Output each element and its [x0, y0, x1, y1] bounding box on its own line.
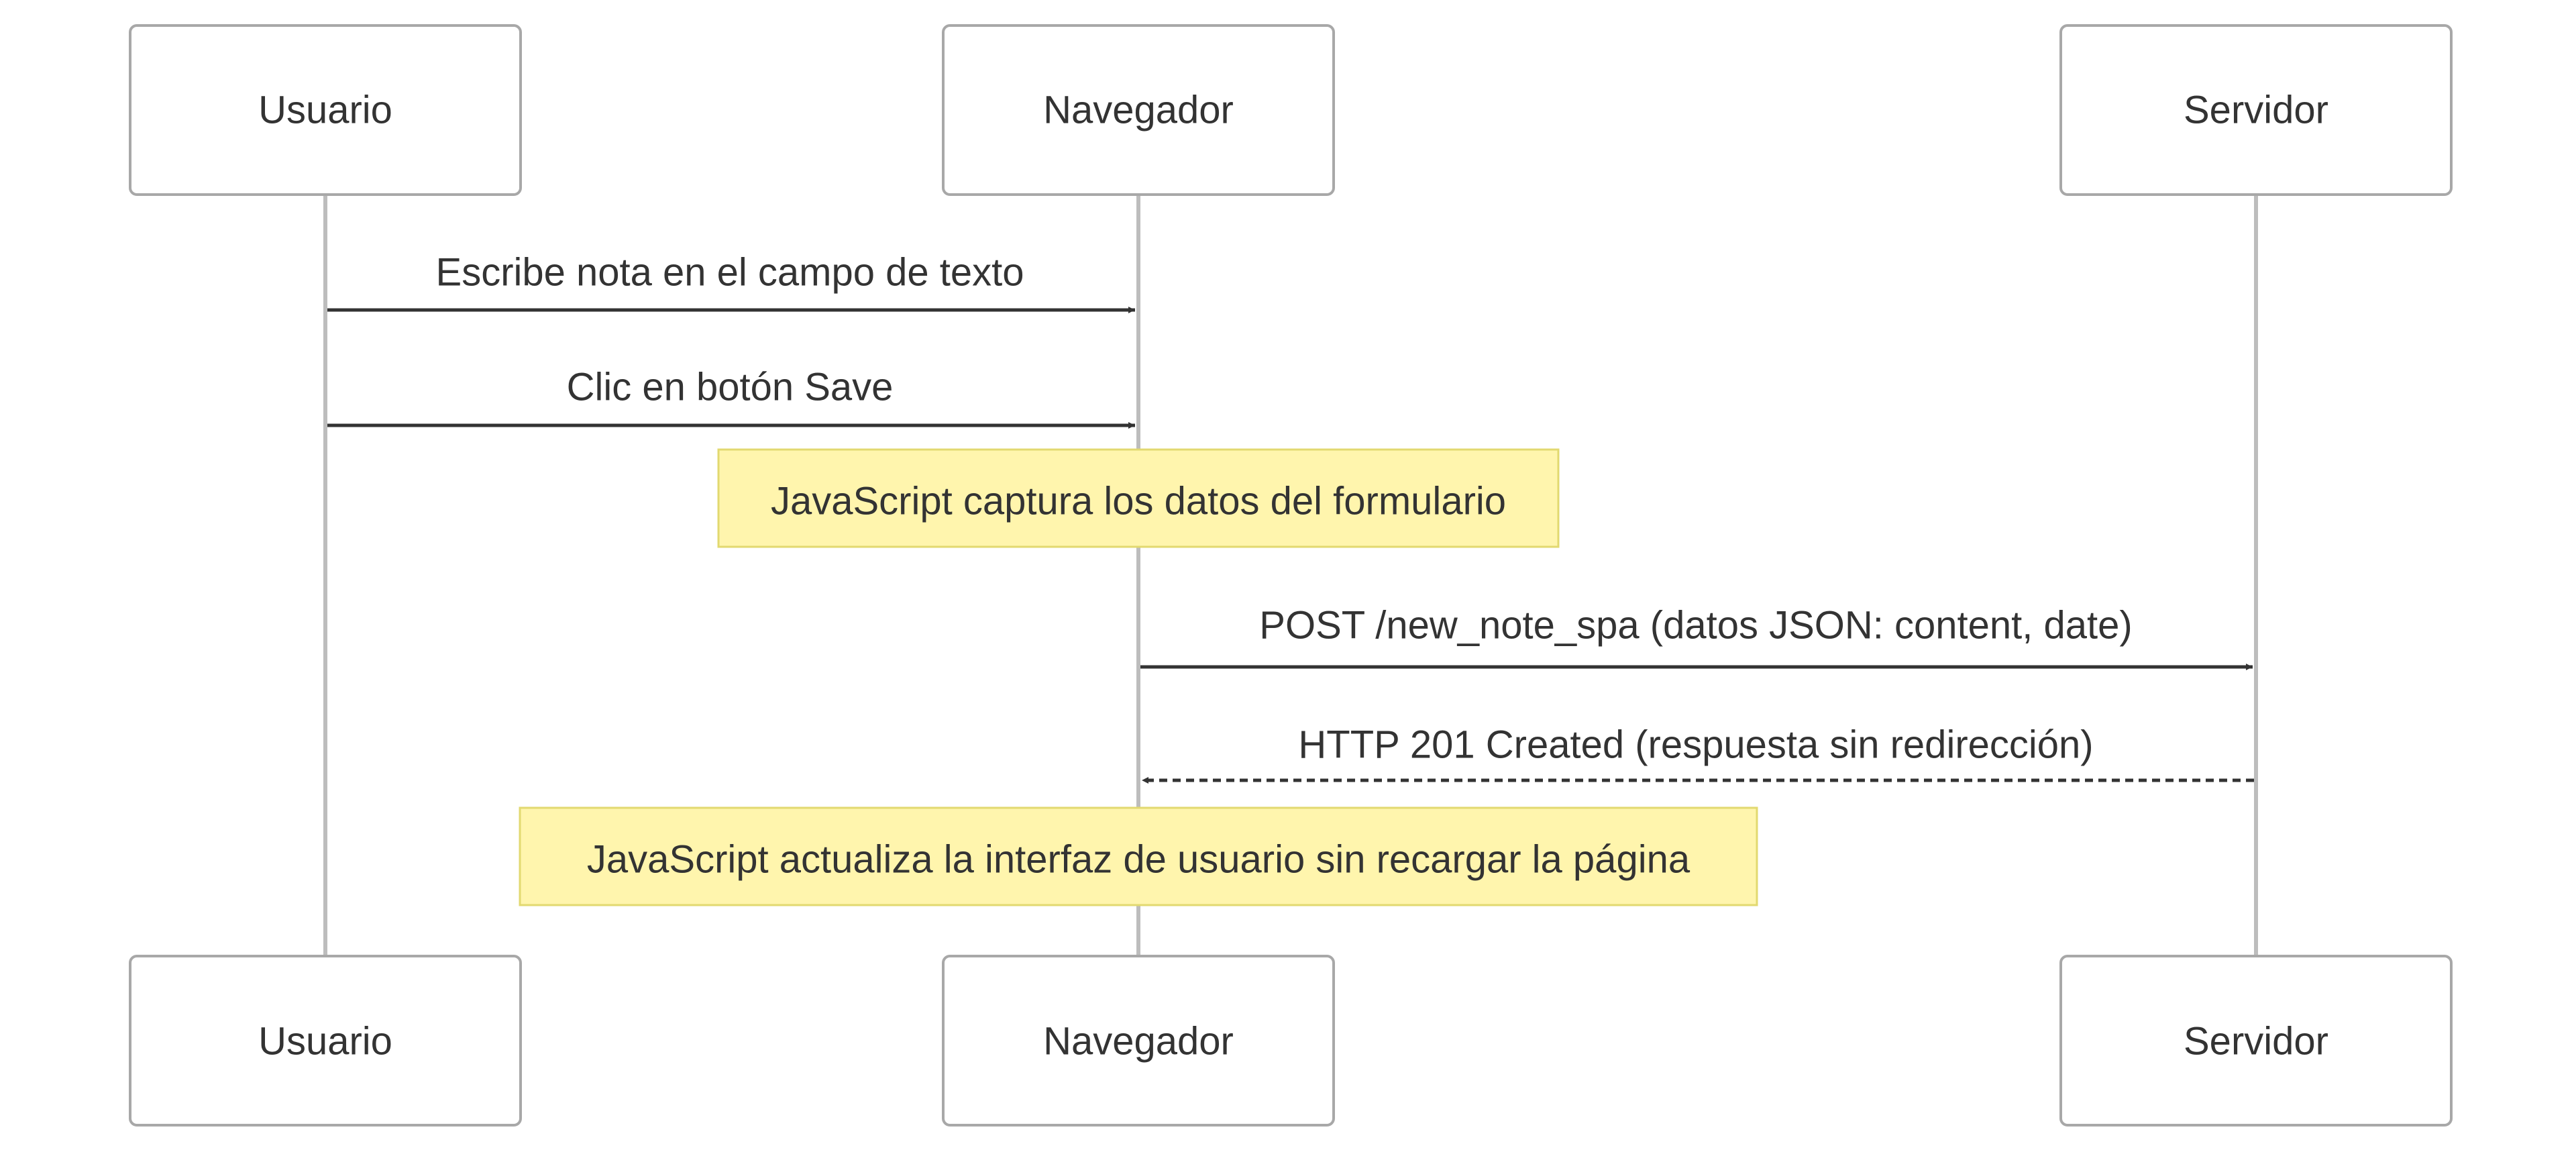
note-captura-datos: JavaScript captura los datos del formula… — [717, 448, 1560, 548]
message-post-new-note: POST /new_note_spa (datos JSON: content,… — [1140, 604, 2253, 670]
participant-label: Navegador — [1043, 89, 1234, 132]
participant-usuario-top: Usuario — [129, 24, 522, 196]
message-http-201: HTTP 201 Created (respuesta sin redirecc… — [1142, 723, 2254, 784]
message-label: Clic en botón Save — [567, 366, 894, 409]
participant-label: Usuario — [258, 1020, 392, 1063]
note-actualiza-interfaz: JavaScript actualiza la interfaz de usua… — [519, 806, 1758, 906]
participant-label: Servidor — [2184, 1020, 2328, 1063]
participant-servidor-top: Servidor — [2059, 24, 2453, 196]
participant-label: Usuario — [258, 89, 392, 132]
note-label: JavaScript captura los datos del formula… — [771, 480, 1506, 523]
message-label: HTTP 201 Created (respuesta sin redirecc… — [1298, 723, 2093, 767]
participant-label: Servidor — [2184, 89, 2328, 132]
participant-label: Navegador — [1043, 1020, 1234, 1063]
participant-navegador-bottom: Navegador — [942, 955, 1335, 1127]
participant-usuario-bottom: Usuario — [129, 955, 522, 1127]
message-escribe-nota: Escribe nota en el campo de texto — [327, 251, 1135, 313]
note-label: JavaScript actualiza la interfaz de usua… — [587, 838, 1690, 882]
message-clic-save: Clic en botón Save — [327, 366, 1135, 429]
participant-navegador-top: Navegador — [942, 24, 1335, 196]
participant-servidor-bottom: Servidor — [2059, 955, 2453, 1127]
message-label: POST /new_note_spa (datos JSON: content,… — [1259, 604, 2132, 647]
message-label: Escribe nota en el campo de texto — [436, 251, 1024, 295]
